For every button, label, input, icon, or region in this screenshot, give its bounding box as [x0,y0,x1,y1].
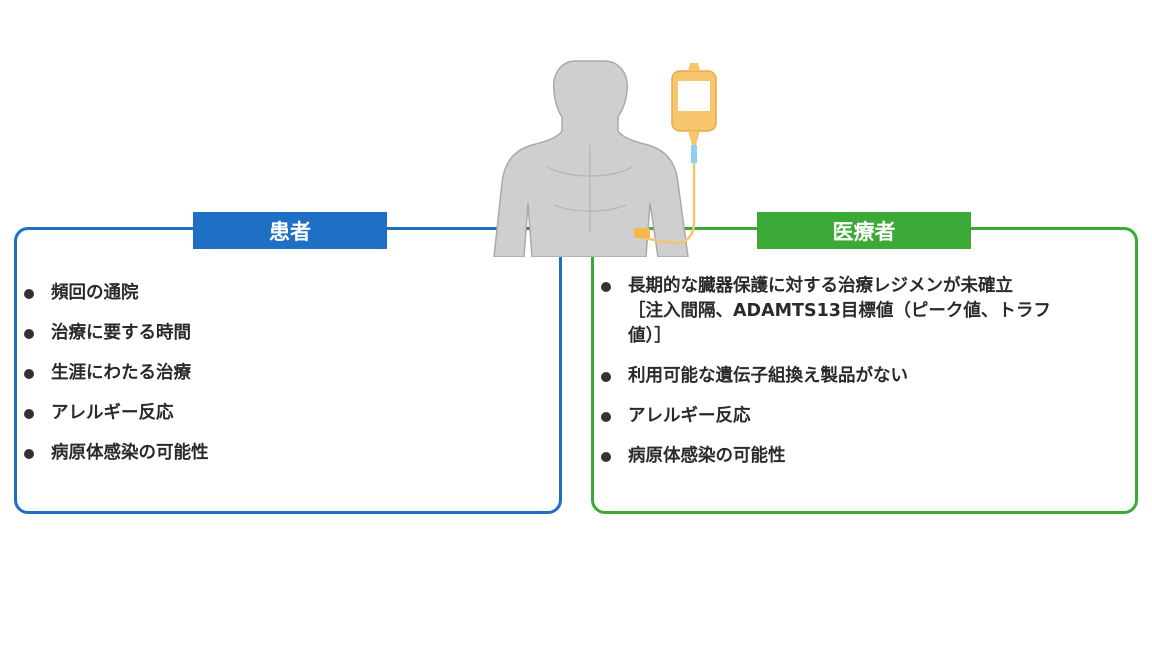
list-item-line: 値）］ [628,326,672,346]
list-item: 病原体感染の可能性 [601,444,1121,469]
list-item: 利用可能な遺伝子組換え製品がない [601,364,1121,389]
patient-panel [14,227,562,514]
list-item-line: 長期的な臓器保護に対する治療レジメンが未確立 [628,276,1013,296]
provider-panel [591,227,1138,514]
list-item: 治療に要する時間 [24,321,544,346]
iv-bag-icon [634,63,717,245]
human-torso-with-iv-illustration [493,60,717,257]
human-torso-icon [493,60,689,257]
patient-header: 患者 [193,212,387,249]
list-item: 生涯にわたる治療 [24,361,544,386]
provider-header: 医療者 [757,212,971,249]
list-item-line: ［注入間隔、ADAMTS13目標値（ピーク値、トラフ [628,301,1051,321]
provider-burden-list: 長期的な臓器保護に対する治療レジメンが未確立 ［注入間隔、ADAMTS13目標値… [601,274,1121,484]
list-item: 頻回の通院 [24,281,544,306]
patient-burden-list: 頻回の通院 治療に要する時間 生涯にわたる治療 アレルギー反応 病原体感染の可能… [24,281,544,481]
list-item: アレルギー反応 [601,404,1121,429]
list-item: 長期的な臓器保護に対する治療レジメンが未確立 ［注入間隔、ADAMTS13目標値… [601,274,1121,349]
list-item: アレルギー反応 [24,401,544,426]
list-item: 病原体感染の可能性 [24,441,544,466]
